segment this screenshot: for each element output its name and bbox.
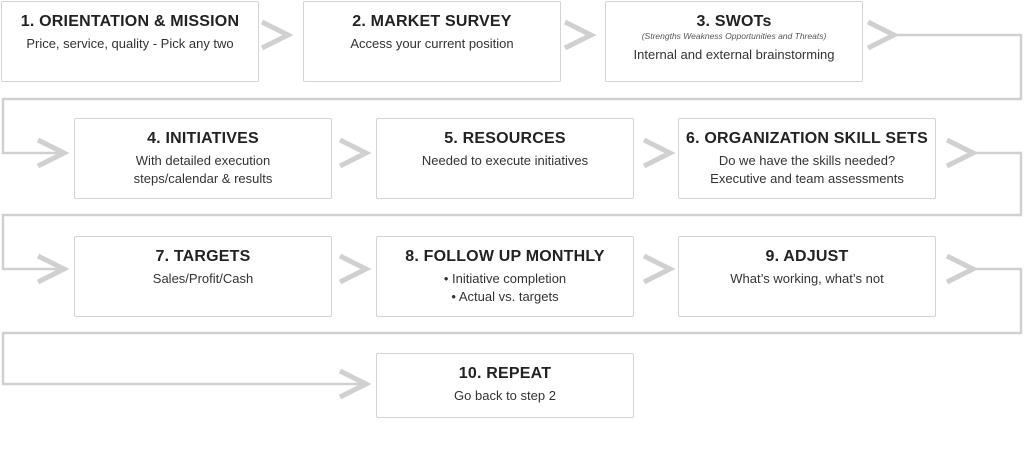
step-description: Access your current position: [304, 35, 560, 53]
step-2-box: 2. MARKET SURVEY Access your current pos…: [303, 1, 561, 82]
step-description: Sales/Profit/Cash: [75, 270, 331, 288]
step-8-box: 8. FOLLOW UP MONTHLY • Initiative comple…: [376, 236, 634, 317]
step-line: Executive and team assessments: [710, 171, 904, 186]
step-line: Go back to step 2: [454, 388, 556, 403]
flow-arrow: [563, 19, 597, 51]
step-6-box: 6. ORGANIZATION SKILL SETS Do we have th…: [678, 118, 936, 199]
step-line: Needed to execute initiatives: [421, 153, 589, 168]
step-title: 2. MARKET SURVEY: [352, 13, 512, 30]
step-title: 9. ADJUST: [765, 248, 849, 265]
step-description: Do we have the skills needed? Executive …: [679, 152, 935, 188]
flow-arrow: [945, 253, 979, 285]
step-title: 6. ORGANIZATION SKILL SETS: [686, 130, 928, 147]
flow-arrow: [945, 137, 979, 169]
step-line: With detailed execution: [135, 153, 271, 168]
step-title: 4. INITIATIVES: [147, 130, 259, 147]
step-title: 7. TARGETS: [155, 248, 251, 265]
step-4-box: 4. INITIATIVES With detailed execution s…: [74, 118, 332, 199]
flow-arrow: [338, 253, 372, 285]
step-5-box: 5. RESOURCES Needed to execute initiativ…: [376, 118, 634, 199]
flow-arrow: [642, 137, 676, 169]
step-description: What’s working, what’s not: [679, 270, 935, 288]
step-description: • Initiative completion • Actual vs. tar…: [377, 270, 633, 306]
step-line: • Initiative completion: [443, 271, 567, 286]
flow-arrow: [338, 137, 372, 169]
step-title: 1. ORIENTATION & MISSION: [20, 13, 240, 30]
step-line: steps/calendar & results: [133, 171, 273, 186]
step-line: Do we have the skills needed?: [718, 153, 896, 168]
flow-arrow: [36, 253, 70, 285]
step-line: Access your current position: [350, 36, 514, 51]
wrap-connector-line: [1, 33, 1023, 155]
step-line: What’s working, what’s not: [730, 271, 884, 286]
step-subtitle: (Strengths Weakness Opportunities and Th…: [641, 31, 827, 41]
step-description: Go back to step 2: [377, 387, 633, 405]
step-title: 10. REPEAT: [458, 365, 552, 382]
step-description: With detailed execution steps/calendar &…: [75, 152, 331, 188]
step-title: 3. SWOTs: [696, 13, 772, 30]
step-line: • Actual vs. targets: [451, 289, 559, 304]
flow-arrow: [36, 137, 70, 169]
flow-arrow: [642, 253, 676, 285]
step-description: Price, service, quality - Pick any two: [2, 35, 258, 53]
flow-arrow: [338, 368, 372, 400]
step-title: 8. FOLLOW UP MONTHLY: [405, 248, 605, 265]
flow-arrow: [866, 19, 900, 51]
step-10-box: 10. REPEAT Go back to step 2: [376, 353, 634, 418]
step-7-box: 7. TARGETS Sales/Profit/Cash: [74, 236, 332, 317]
step-description: Needed to execute initiatives: [377, 152, 633, 170]
step-line: Internal and external brainstorming: [633, 47, 835, 62]
step-title: 5. RESOURCES: [444, 130, 566, 147]
step-9-box: 9. ADJUST What’s working, what’s not: [678, 236, 936, 317]
step-3-box: 3. SWOTs (Strengths Weakness Opportuniti…: [605, 1, 863, 82]
step-1-box: 1. ORIENTATION & MISSION Price, service,…: [1, 1, 259, 82]
step-line: Price, service, quality - Pick any two: [26, 36, 234, 51]
step-line: Sales/Profit/Cash: [152, 271, 254, 286]
wrap-connector-line: [1, 151, 1023, 271]
step-description: Internal and external brainstorming: [606, 46, 862, 64]
wrap-connector-line: [1, 267, 1023, 386]
flow-arrow: [260, 19, 294, 51]
